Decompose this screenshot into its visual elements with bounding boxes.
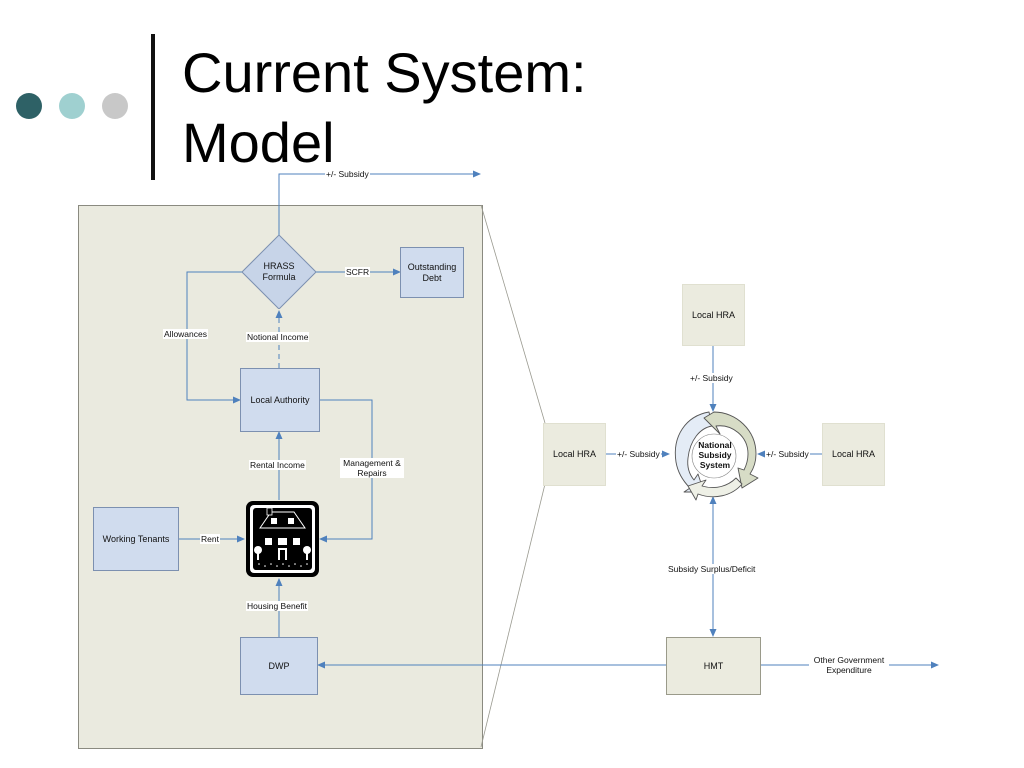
hrass-formula-label: HRASS Formula: [262, 261, 296, 282]
dot-teal: [59, 93, 85, 119]
working-tenants-box: Working Tenants: [93, 507, 179, 571]
title-divider: [151, 34, 155, 180]
label-rent: Rent: [200, 534, 220, 544]
hrass-formula-node: HRASS Formula: [241, 234, 317, 310]
dot-dark: [16, 93, 42, 119]
label-housing-benefit: Housing Benefit: [246, 601, 309, 611]
local-hra-right-box: Local HRA: [822, 423, 885, 486]
label-subsidy-hra-left: +/- Subsidy: [616, 449, 661, 459]
label-subsidy-surplus-deficit: Subsidy Surplus/Deficit: [667, 564, 757, 574]
label-rental-income: Rental Income: [249, 460, 306, 470]
house-icon-graphic: [246, 501, 319, 577]
label-scfr: SCFR: [345, 267, 371, 277]
slide-title-line1: Current System:: [182, 41, 587, 104]
label-subsidy-hra-top: +/- Subsidy: [689, 373, 734, 383]
local-hra-top-box: Local HRA: [682, 284, 745, 346]
hmt-box: HMT: [666, 637, 761, 695]
label-subsidy-hra-right: +/- Subsidy: [765, 449, 810, 459]
label-notional-income: Notional Income: [246, 332, 310, 342]
house-icon: [245, 500, 320, 578]
slide-title-line2: Model: [182, 111, 335, 174]
decorative-dots: [16, 93, 128, 119]
slide-title: Current System: Model: [182, 38, 587, 178]
dot-gray: [102, 93, 128, 119]
label-subsidy-top: +/- Subsidy: [325, 169, 370, 179]
outstanding-debt-box: Outstanding Debt: [400, 247, 464, 298]
cycle-arrows-graphic: [674, 411, 759, 501]
cycle-arrows-icon: [664, 404, 764, 504]
label-management-repairs: Management & Repairs: [340, 458, 404, 478]
local-hra-left-box: Local HRA: [543, 423, 606, 486]
label-allowances: Allowances: [163, 329, 208, 339]
label-other-government-expenditure: Other Government Expenditure: [809, 655, 889, 675]
local-authority-box: Local Authority: [240, 368, 320, 432]
national-subsidy-system-label: National Subsidy System: [698, 440, 732, 470]
dwp-box: DWP: [240, 637, 318, 695]
